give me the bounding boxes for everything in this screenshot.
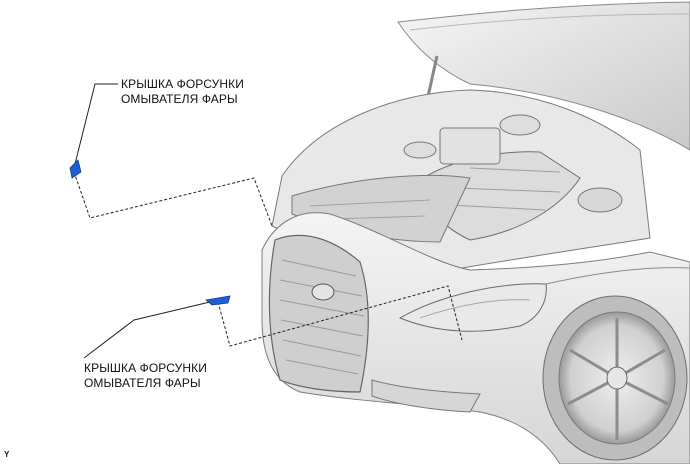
- headlamp-washer-nozzle-cover-left: [69, 159, 82, 179]
- dashed-leader-lines: [73, 171, 463, 347]
- callout-top-line2: ОМЫВАТЕЛЯ ФАРЫ: [121, 92, 238, 106]
- callout-bottom-line1: КРЫШКА ФОРСУНКИ: [84, 361, 207, 375]
- front-wheel: [542, 295, 688, 461]
- leader-lines: [73, 83, 211, 359]
- callout-bottom-line2: ОМЫВАТЕЛЯ ФАРЫ: [84, 376, 201, 390]
- view-code-label: Y: [4, 450, 10, 459]
- nozzle-cover-callout-bottom: КРЫШКА ФОРСУНКИ ОМЫВАТЕЛЯ ФАРЫ: [84, 361, 207, 391]
- callout-top-line1: КРЫШКА ФОРСУНКИ: [121, 77, 244, 91]
- headlamp-washer-nozzle-cover-right: [205, 295, 231, 306]
- nozzle-cover-callout-top: КРЫШКА ФОРСУНКИ ОМЫВАТЕЛЯ ФАРЫ: [121, 77, 244, 107]
